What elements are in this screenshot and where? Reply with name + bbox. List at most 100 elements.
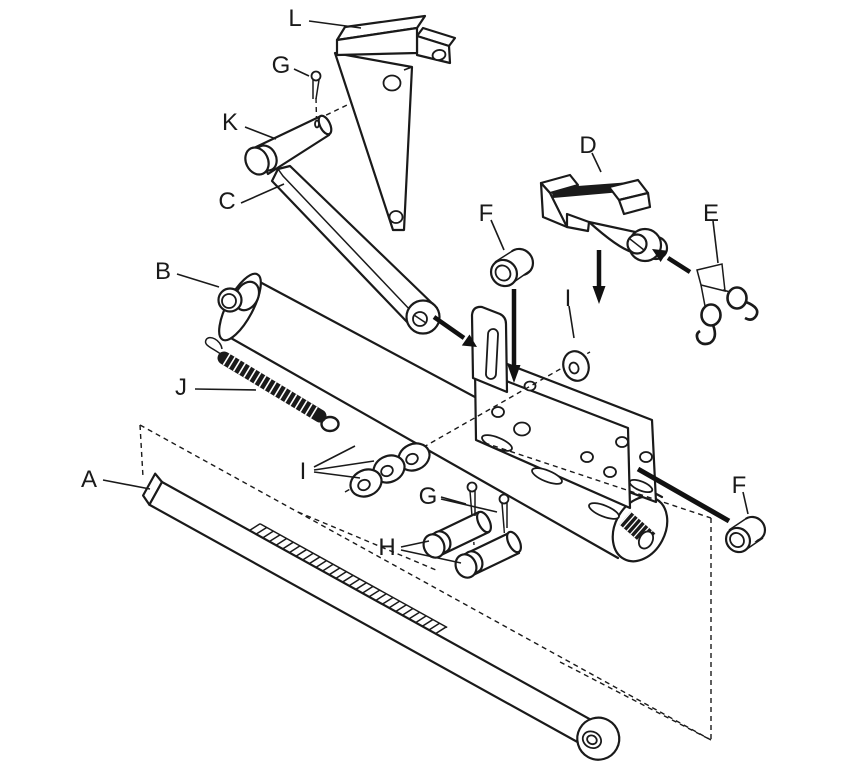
part-cotter-pin-mid-1 bbox=[466, 481, 478, 517]
part-washers-mid bbox=[349, 442, 431, 498]
dashed-mounting-outline bbox=[139, 424, 712, 741]
washer-2-hole bbox=[380, 464, 394, 478]
bar-front-face bbox=[335, 26, 419, 57]
spring-hook-end bbox=[204, 336, 227, 359]
part-cotter-pin-top bbox=[310, 70, 322, 100]
part-bushing-top bbox=[489, 247, 535, 288]
arrow-spring-to-latch bbox=[666, 256, 692, 274]
part-label-l: L bbox=[288, 5, 301, 32]
part-label-j: J bbox=[175, 374, 187, 401]
part-housing-plates bbox=[470, 305, 658, 520]
pin-h1-tip bbox=[475, 510, 493, 534]
washer-3-hole bbox=[405, 452, 419, 466]
cotter-2-legs bbox=[501, 502, 508, 529]
leader-b bbox=[176, 273, 220, 288]
front-plate-hole-3 bbox=[580, 451, 594, 463]
bushing-right-hole bbox=[729, 532, 745, 548]
part-cylinder-body bbox=[217, 272, 669, 563]
leader-lines bbox=[102, 20, 749, 564]
leader-g-top bbox=[293, 68, 310, 77]
cotter-top-legs bbox=[312, 79, 320, 100]
washer-top-hole bbox=[568, 361, 580, 375]
leader-f-top bbox=[490, 219, 505, 251]
front-plate-hole-1 bbox=[491, 406, 505, 418]
part-label-i-top: I bbox=[565, 285, 572, 312]
pin-k-head bbox=[244, 146, 270, 176]
part-hitch-bracket bbox=[333, 14, 457, 232]
part-labels: L G K C B D F E I J I A G H F bbox=[81, 5, 746, 561]
part-label-b: B bbox=[155, 258, 171, 285]
part-label-f-top: F bbox=[479, 200, 494, 227]
front-plate-hole-2 bbox=[513, 421, 531, 437]
leader-d bbox=[591, 152, 602, 173]
arrow-bushing-down-head bbox=[507, 365, 521, 383]
leader-h bbox=[400, 540, 462, 564]
gusset-hole-top bbox=[382, 74, 402, 92]
cylinder-fill bbox=[222, 281, 668, 560]
part-label-g-mid: G bbox=[419, 483, 438, 510]
tongue-hole bbox=[431, 49, 447, 61]
pin-k-tip bbox=[317, 114, 333, 136]
axis-line-pin-k bbox=[317, 82, 394, 120]
pin-h2-head bbox=[454, 553, 478, 579]
plate-cutout-1 bbox=[481, 434, 513, 452]
cotter-1-loop bbox=[466, 481, 478, 493]
front-plate-hole-4 bbox=[603, 466, 617, 478]
rack-end-hole-inner bbox=[586, 734, 598, 746]
arrow-latch-down-head bbox=[592, 286, 606, 304]
part-label-e: E bbox=[703, 200, 719, 227]
arm-inner-edge bbox=[277, 168, 413, 313]
bushing-top-hole bbox=[494, 264, 512, 282]
arrow-spring-to-latch-head bbox=[652, 249, 668, 262]
plate-cutout-4 bbox=[628, 478, 654, 494]
latch-pad-front bbox=[617, 191, 652, 216]
rear-plate-hole-3 bbox=[639, 451, 653, 463]
part-extension-spring bbox=[204, 336, 340, 433]
part-latch-assembly bbox=[539, 173, 669, 263]
part-label-g-top: G bbox=[272, 52, 291, 79]
arrow-arm-to-bracket-head bbox=[461, 334, 477, 347]
cylinder-threaded-stub bbox=[619, 511, 656, 550]
leader-i-mid bbox=[313, 445, 375, 479]
torsion-hook-left bbox=[695, 324, 717, 346]
part-label-a: A bbox=[81, 466, 97, 493]
latch-grip-notch bbox=[565, 212, 591, 233]
part-label-i-mid: I bbox=[300, 458, 307, 485]
gusset-top-edge bbox=[403, 66, 413, 71]
dashed-left-edge bbox=[139, 424, 144, 478]
leader-a bbox=[102, 479, 151, 490]
cotter-1-legs bbox=[469, 490, 476, 517]
cotter-2-loop bbox=[498, 493, 510, 505]
part-bushing-right bbox=[724, 515, 767, 554]
axle-rod bbox=[636, 466, 731, 524]
part-clevis-pin-h1 bbox=[422, 510, 493, 559]
latch-screw-slot bbox=[629, 238, 645, 251]
leader-l bbox=[308, 20, 362, 29]
leader-i-top bbox=[568, 305, 575, 339]
leader-c bbox=[240, 183, 285, 204]
torsion-coil-right bbox=[726, 286, 748, 310]
leader-e bbox=[712, 220, 719, 264]
part-label-h: H bbox=[378, 534, 395, 561]
part-label-c: C bbox=[218, 188, 235, 215]
plate-cutout-2 bbox=[531, 467, 563, 485]
part-washer-top bbox=[562, 350, 590, 382]
rack-body bbox=[148, 480, 601, 749]
leader-g-mid bbox=[440, 496, 498, 513]
gusset-hole-bottom bbox=[388, 210, 404, 224]
bracket-slot bbox=[485, 328, 499, 380]
leader-k bbox=[244, 126, 277, 140]
arm-eye-slot bbox=[413, 314, 427, 324]
assembly-arrows bbox=[432, 249, 731, 524]
part-clevis-pin-k bbox=[244, 114, 333, 176]
part-clevis-pin-h2 bbox=[454, 530, 523, 579]
rack-teeth-tip-line bbox=[259, 523, 448, 629]
front-plate bbox=[473, 367, 632, 510]
part-label-d: D bbox=[579, 132, 596, 159]
torsion-coil-left bbox=[700, 303, 722, 327]
part-label-k: K bbox=[222, 109, 238, 136]
plate-cutout-3 bbox=[588, 502, 620, 520]
arrow-arm-to-bracket bbox=[432, 315, 466, 340]
pin-h2-tip bbox=[505, 530, 523, 554]
